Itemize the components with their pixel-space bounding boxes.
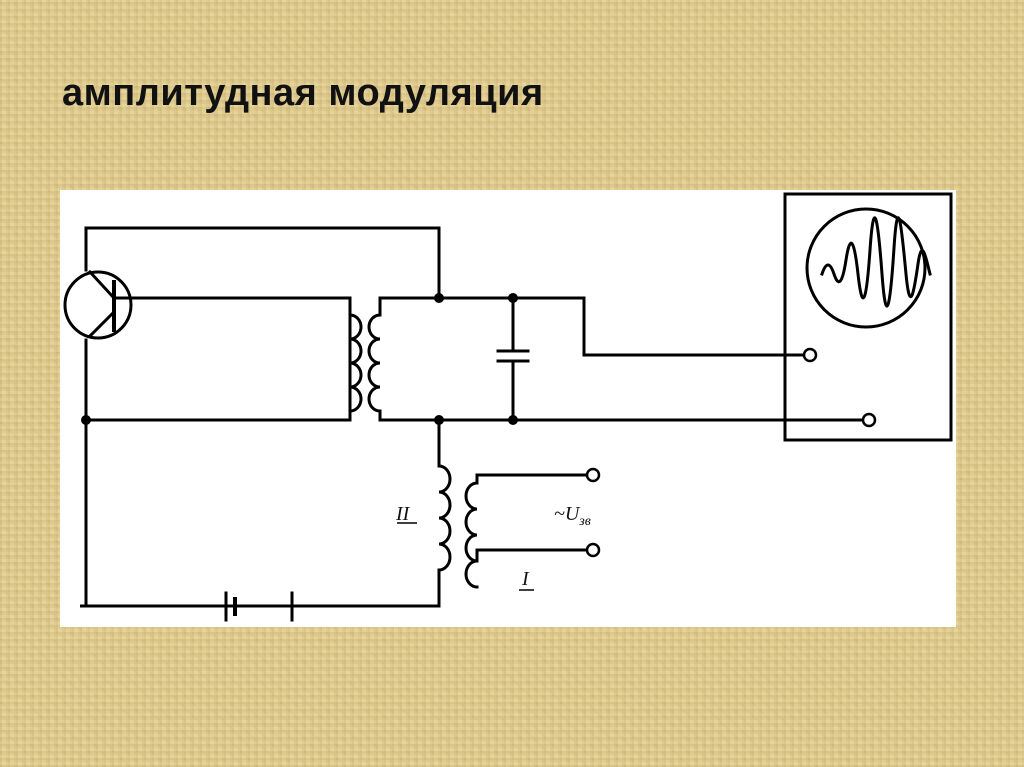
modulation-coil-ii xyxy=(437,464,452,572)
coil-ii-label: II xyxy=(395,503,411,525)
junction-dot xyxy=(434,415,444,425)
signal-terminal-bottom xyxy=(585,542,601,558)
page-title: амплитудная модуляция xyxy=(62,72,544,114)
transistor-collector-lead xyxy=(87,269,117,301)
feedback-coil-left xyxy=(348,313,363,413)
junction-dot xyxy=(508,293,518,303)
modulated-waveform xyxy=(820,216,932,308)
tank-coil-right xyxy=(367,296,382,422)
junction-dot xyxy=(508,415,518,425)
output-wire xyxy=(582,296,807,357)
signal-terminal-top xyxy=(585,467,601,483)
bottom-return-wire xyxy=(84,568,441,608)
circuit-diagram: II I ~Uзв xyxy=(60,190,956,627)
oscilloscope-icon xyxy=(783,192,953,442)
junction-dot xyxy=(434,293,444,303)
modulation-coil-i xyxy=(464,481,479,589)
transistor-emitter-lead xyxy=(87,309,117,339)
signal-input-wire-bottom xyxy=(475,548,590,563)
base-loop-wire xyxy=(84,296,352,422)
collector-wire xyxy=(84,226,441,300)
coil-i-label: I xyxy=(521,568,530,590)
signal-input-wire-top xyxy=(475,473,590,485)
oscilloscope-screen xyxy=(805,207,927,329)
scope-input-terminal xyxy=(802,347,818,363)
junction-dot xyxy=(81,415,91,425)
circuit-schematic: II I ~Uзв xyxy=(63,192,953,622)
signal-source-label: ~Uзв xyxy=(554,503,591,529)
transistor-icon xyxy=(63,270,133,340)
scope-ground-terminal xyxy=(861,412,877,428)
